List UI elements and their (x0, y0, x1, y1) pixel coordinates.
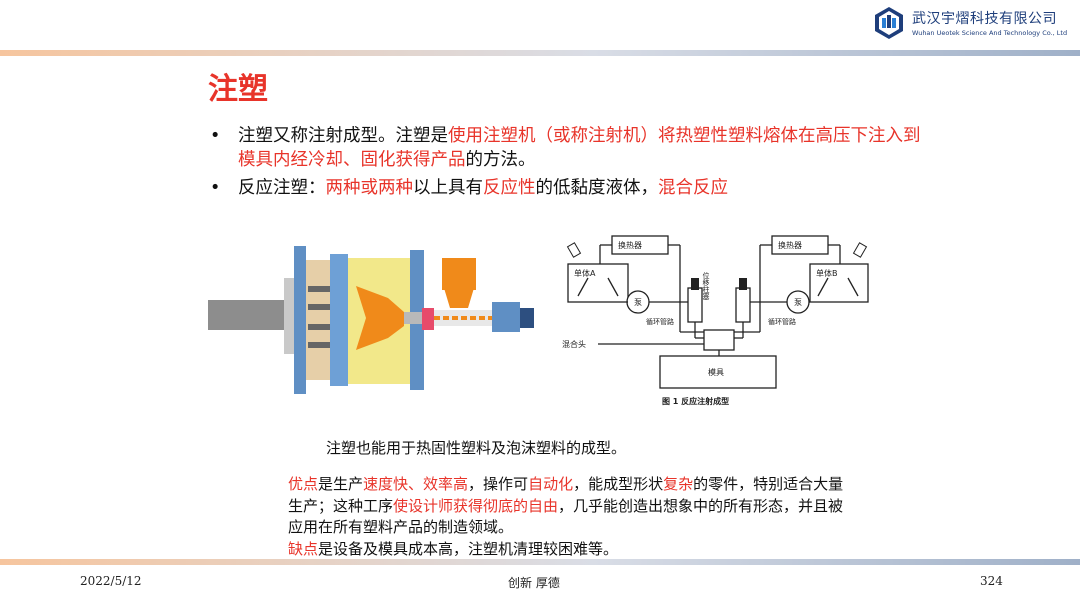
top-divider (0, 50, 1080, 56)
text-segment-highlight: 混合反应 (658, 178, 728, 198)
piston-right (735, 287, 751, 323)
text-segment-highlight: 复杂 (663, 475, 694, 493)
text-segment-highlight: 优点 (288, 475, 319, 493)
footer-motto: 创新 厚德 (508, 576, 560, 590)
text-segment-highlight: 自动化 (528, 475, 574, 493)
text-segment: 是设备及模具成本高，注塑机清理较困难等。 (318, 539, 619, 558)
text-segment-highlight: 缺点 (288, 539, 319, 558)
footer-date: 2022/5/12 (80, 574, 142, 588)
text-segment-highlight: 使用注塑机（或称注射机）将热塑性塑料熔体在高压下注入到模具内经冷却、固化获得产品 (238, 126, 921, 170)
text-segment: 是生产 (318, 475, 364, 493)
label-monomer-b: 单体B (816, 268, 838, 278)
label-piston: 位移柱塞 (702, 271, 710, 300)
text-segment: ，几乎能创造出想象中的所有形态，并且被应用在所有塑料产品的制造领域。 (288, 496, 844, 537)
company-logo-icon (875, 7, 903, 39)
text-segment: ，能成型形状 (573, 475, 664, 493)
company-logo: 武汉宇熠科技有限公司 Wuhan Ueotek Science And Tech… (872, 4, 1072, 44)
nozzle-heater (422, 308, 434, 330)
text-segment: 的方法。 (465, 150, 536, 170)
text-segment: ，操作可 (468, 475, 529, 493)
slide-title: 注塑 (208, 72, 268, 107)
company-name-cn: 武汉宇熠科技有限公司 (912, 11, 1057, 27)
mixhead (703, 329, 735, 351)
text-segment: 以上具有 (413, 178, 483, 198)
label-mixhead: 混合头 (562, 339, 586, 349)
platen-left (294, 246, 306, 394)
bullet-item-1: • 注塑又称注射成型。注塑是使用注塑机（或称注射机）将热塑性塑料熔体在高压下注入… (210, 124, 930, 172)
text-segment: 注塑又称注射成型。注塑是 (238, 126, 448, 146)
bullet-1-text: 注塑又称注射成型。注塑是使用注塑机（或称注射机）将热塑性塑料熔体在高压下注入到模… (238, 126, 921, 170)
bullet-item-2: • 反应注塑：两种或两种以上具有反应性的低黏度液体，混合反应 (210, 176, 930, 200)
screw-drive (492, 302, 520, 332)
injection-machine-figure (208, 246, 534, 394)
bullet-marker: • (210, 178, 221, 198)
hopper (444, 288, 474, 308)
label-hx-left: 换热器 (618, 240, 642, 250)
clamp-plate (306, 260, 330, 380)
mold-box (659, 355, 777, 389)
bullet-list: • 注塑又称注射成型。注塑是使用注塑机（或称注射机）将热塑性塑料熔体在高压下注入… (210, 124, 930, 204)
text-segment-highlight: 使设计师获得彻底的自由 (393, 496, 559, 515)
text-segment: 的低黏度液体， (535, 178, 659, 198)
figure-caption: 图 1 反应注射成型 (662, 396, 729, 406)
mold-plate-left (330, 254, 348, 386)
text-segment-highlight: 速度快、效率高 (363, 475, 469, 493)
bullet-marker: • (210, 126, 221, 146)
text-segment-highlight: 反应性 (483, 178, 536, 198)
label-monomer-a: 单体A (574, 268, 596, 278)
label-loop-left: 循环管路 (646, 317, 674, 326)
text-segment-highlight: 两种或两种 (325, 178, 414, 198)
label-loop-right: 循环管路 (768, 317, 796, 326)
reaction-injection-diagram: 换热器 换热器 单体A 单体B 泵 泵 位移柱塞 循环管路 循环管路 混合头 模… (562, 235, 869, 406)
label-mold: 模具 (708, 367, 724, 377)
label-hx-right: 换热器 (778, 240, 802, 250)
company-name-en: Wuhan Ueotek Science And Technology Co.,… (912, 29, 1068, 37)
text-segment: 反应注塑： (238, 178, 326, 198)
piston-left (687, 287, 703, 323)
label-pump-left: 泵 (634, 298, 642, 307)
page-number: 324 (980, 574, 1003, 588)
pros-cons-paragraph: 优点是生产速度快、效率高，操作可自动化，能成型形状复杂的零件，特别适合大量生产；… (288, 474, 848, 560)
bottom-divider (0, 559, 1080, 565)
machine-ram (208, 300, 284, 330)
bullet-2-text: 反应注塑：两种或两种以上具有反应性的低黏度液体，混合反应 (238, 178, 728, 198)
text-segment: 的零件，特别适合大量生产；这种工序 (288, 475, 844, 515)
label-pump-right: 泵 (794, 298, 802, 307)
thermoset-note: 注塑也能用于热固性塑料及泡沫塑料的成型。 (326, 439, 627, 457)
mold-cavity (356, 286, 404, 350)
